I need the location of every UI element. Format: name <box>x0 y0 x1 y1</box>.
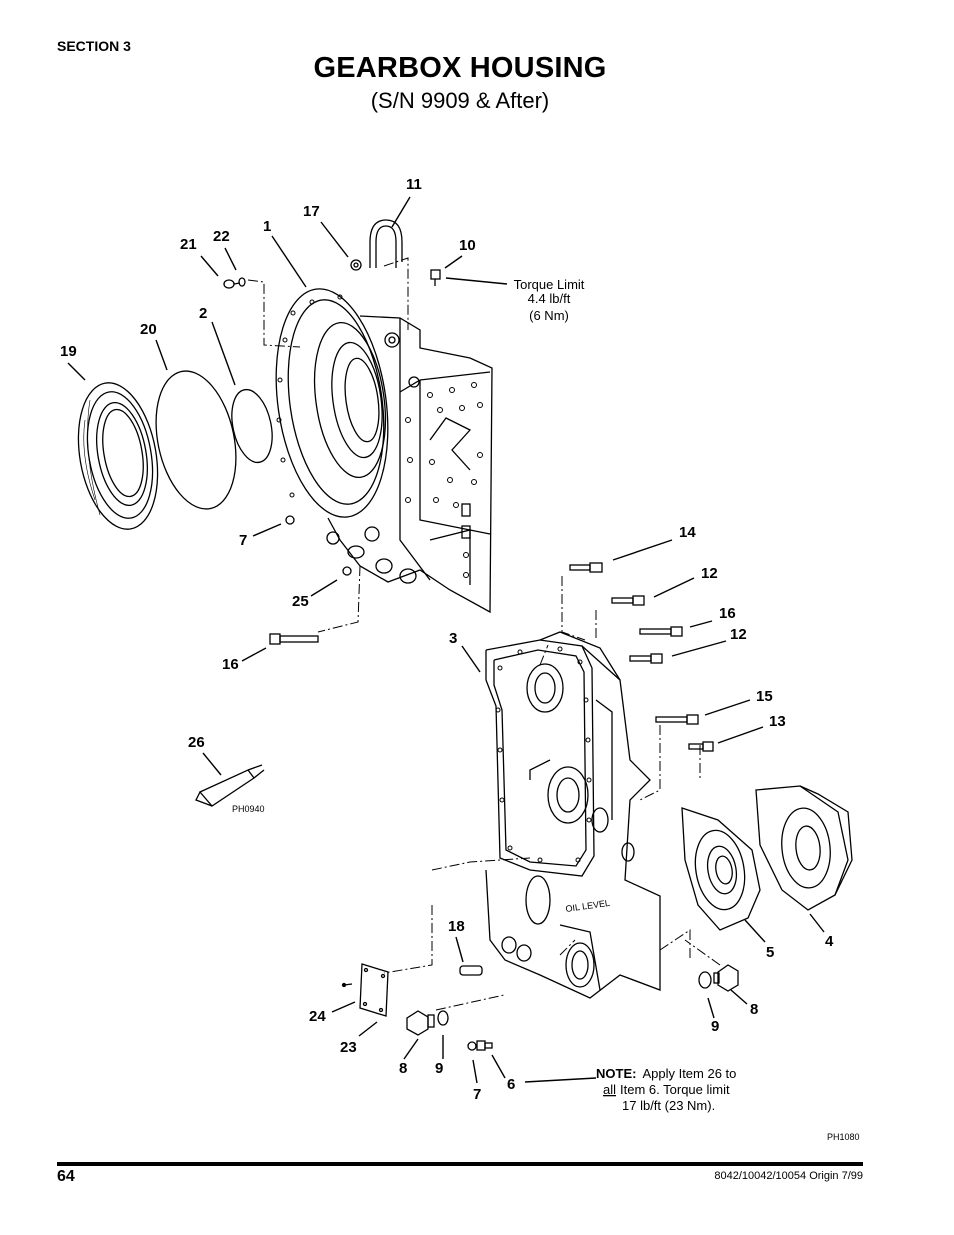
callout-7: 7 <box>239 532 247 549</box>
svg-text:17 lb/ft (23 Nm).: 17 lb/ft (23 Nm). <box>622 1098 715 1113</box>
callout-12b: 12 <box>730 626 747 643</box>
callout-18: 18 <box>448 918 465 935</box>
callout-24: 24 <box>309 1008 326 1025</box>
svg-text:4.4 lb/ft: 4.4 lb/ft <box>528 291 571 306</box>
callout-7b: 7 <box>473 1086 481 1103</box>
torque-note: Torque Limit 4.4 lb/ft (6 Nm) <box>514 277 585 323</box>
callout-17: 17 <box>303 203 320 220</box>
o-ring-item-2 <box>231 388 273 464</box>
callout-16: 16 <box>222 656 239 673</box>
callout-9: 9 <box>711 1018 719 1035</box>
hardware <box>223 219 739 1051</box>
callout-numbers: 11 17 10 22 21 1 2 20 19 7 25 16 14 12 1… <box>60 176 834 1103</box>
cover-item-4 <box>755 785 853 911</box>
callout-25: 25 <box>292 593 309 610</box>
page-title: GEARBOX HOUSING <box>313 52 607 84</box>
svg-text:NOTE:Apply Item 26 to: NOTE:Apply Item 26 to <box>596 1066 736 1081</box>
callout-12: 12 <box>701 565 718 582</box>
callout-2: 2 <box>199 305 207 322</box>
callout-9b: 9 <box>435 1060 443 1077</box>
callout-21: 21 <box>180 236 197 253</box>
gearbox-housing-item-1 <box>275 288 493 614</box>
origin-code: 8042/10042/10054 Origin 7/99 <box>714 1170 863 1182</box>
o-ring-item-20 <box>155 370 237 510</box>
callout-20: 20 <box>140 321 157 338</box>
callout-16b: 16 <box>719 605 736 622</box>
sealant-tube-item-26 <box>195 764 265 807</box>
callout-10: 10 <box>459 237 476 254</box>
page-subtitle: (S/N 9909 & After) <box>370 88 550 113</box>
callout-13: 13 <box>769 713 786 730</box>
callout-22: 22 <box>213 228 230 245</box>
leader-lines <box>67 196 825 1084</box>
callout-6: 6 <box>507 1076 515 1093</box>
alignment-lines <box>247 257 721 1011</box>
section-label: SECTION 3 <box>57 38 131 54</box>
callout-8: 8 <box>750 1001 758 1018</box>
main-image-code: PH1080 <box>827 1132 860 1142</box>
callout-4: 4 <box>825 933 834 950</box>
page-number: 64 <box>57 1168 75 1185</box>
callout-23: 23 <box>340 1039 357 1056</box>
callout-26: 26 <box>188 734 205 751</box>
svg-text:Torque Limit: Torque Limit <box>514 277 585 292</box>
callout-14: 14 <box>679 524 696 541</box>
callout-5: 5 <box>766 944 774 961</box>
seal-item-19 <box>77 382 159 530</box>
svg-text:(6 Nm): (6 Nm) <box>529 308 569 323</box>
callout-19: 19 <box>60 343 77 360</box>
callout-15: 15 <box>756 688 773 705</box>
svg-text:OIL LEVEL: OIL LEVEL <box>565 898 611 914</box>
callout-3: 3 <box>449 630 457 647</box>
callout-1: 1 <box>263 218 271 235</box>
footer-rule <box>57 1162 863 1166</box>
gearbox-housing-item-3: OIL LEVEL <box>485 631 661 999</box>
callout-8b: 8 <box>399 1060 407 1077</box>
tube-image-code: PH0940 <box>232 804 265 814</box>
cover-item-5 <box>681 807 761 931</box>
callout-11: 11 <box>406 176 422 193</box>
